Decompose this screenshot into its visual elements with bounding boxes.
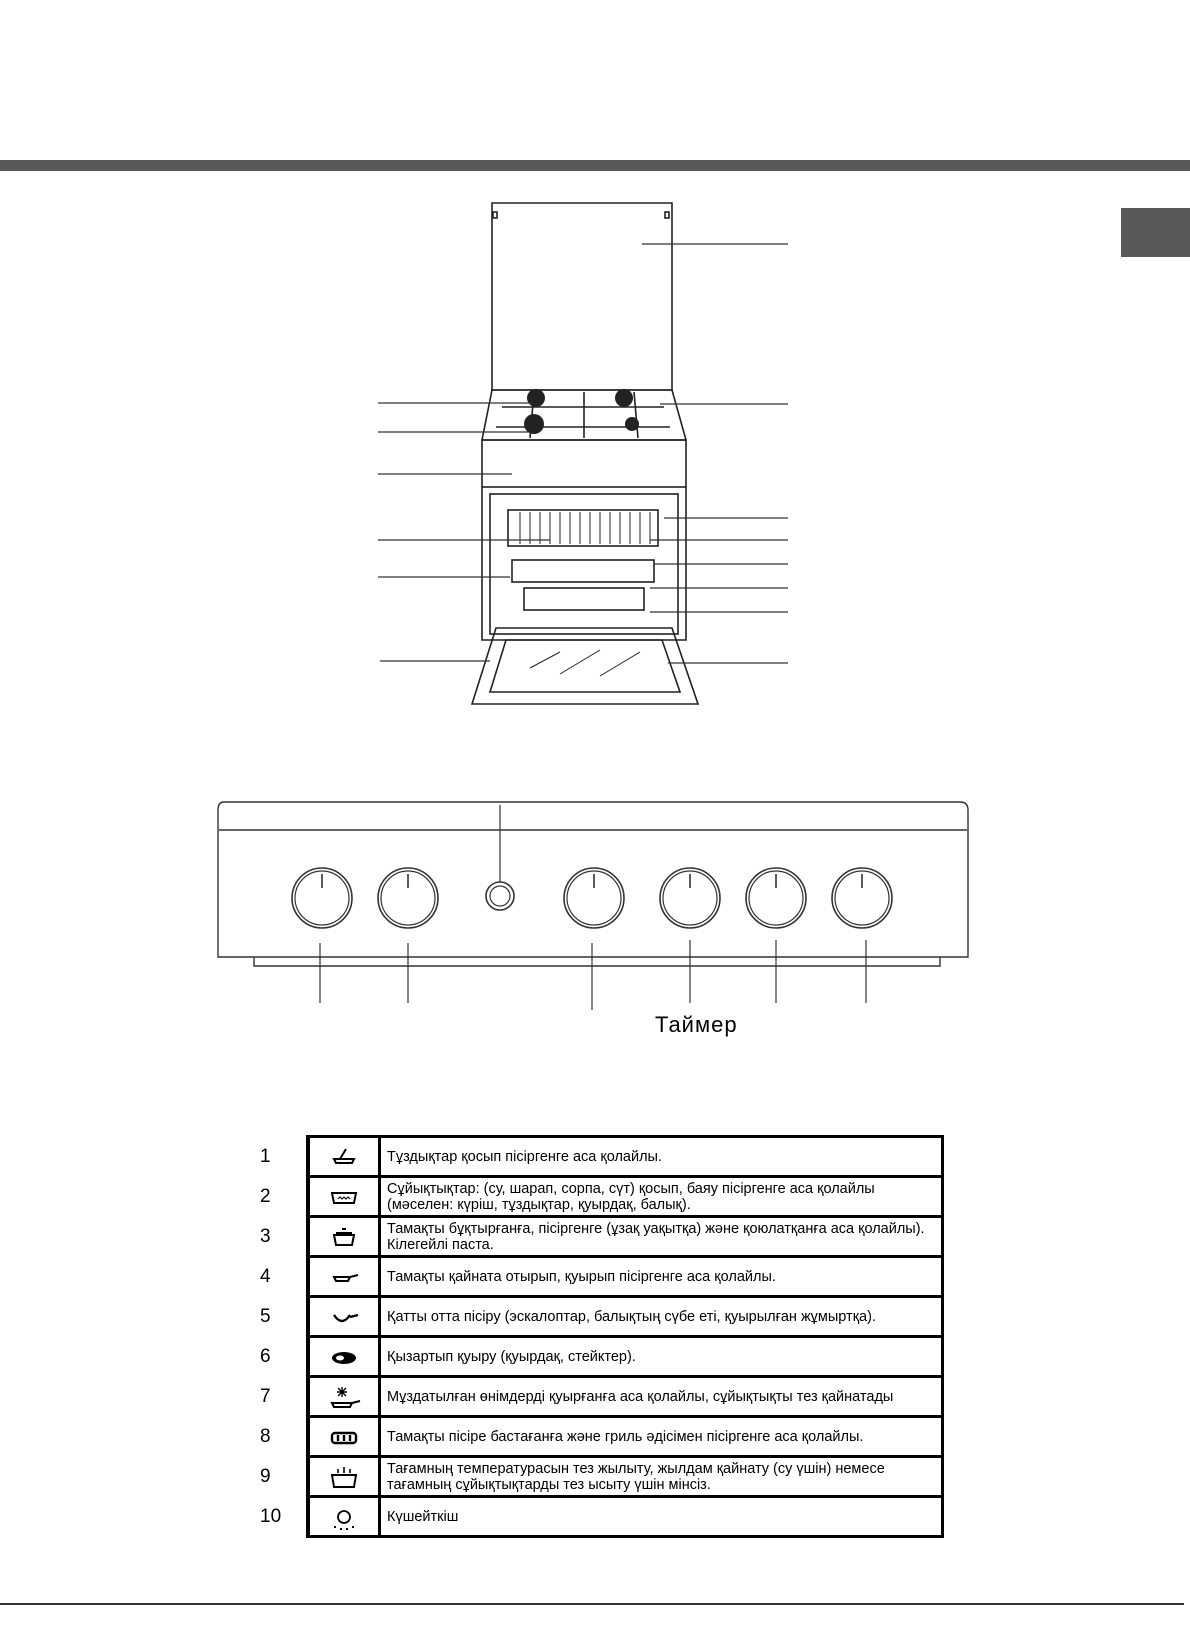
- mode-description: Күшейткіш: [378, 1495, 944, 1538]
- burner-rear-left: [527, 389, 545, 407]
- mode-row: 7 Мұздатылған өнімдерді қуырғанға аса қол…: [260, 1375, 944, 1418]
- burner-front-left: [524, 414, 544, 434]
- mode-description: Тамақты пісіре бастағанға және гриль әді…: [378, 1415, 944, 1458]
- mode-icon-cell: [306, 1295, 381, 1338]
- lid-hinge-right: [664, 211, 670, 219]
- mode-number: 6: [260, 1345, 271, 1367]
- mode-row: 10 Күшейткіш: [260, 1495, 944, 1538]
- mode-number: 2: [260, 1185, 271, 1207]
- header-bar: [0, 160, 1190, 171]
- cooking-modes-table: 1 Тұздықтар қосып пісіргенге аса қолайлы.…: [260, 1135, 944, 1538]
- mode-row: 9 Тағамның температурасын тез жылыту, жыл…: [260, 1455, 944, 1498]
- mode-row: 6 Қызартып қуыру (қуырдақ, стейктер).: [260, 1335, 944, 1378]
- mode-description: Мұздатылған өнімдерді қуырғанға аса қола…: [378, 1375, 944, 1418]
- mode-row: 5 Қатты отта пісіру (эскалоптар, балықтың…: [260, 1295, 944, 1338]
- mode-number: 1: [260, 1145, 271, 1167]
- burner-front-right: [625, 417, 639, 431]
- knob-6: [831, 867, 893, 929]
- grill-steak-icon: [332, 1351, 356, 1364]
- grill-bars-icon: [330, 1431, 358, 1444]
- pan-stir-icon: [332, 1147, 356, 1164]
- flat-pan-icon: [332, 1273, 359, 1282]
- language-tab: [1121, 208, 1190, 257]
- lid: [491, 202, 673, 391]
- mode-number: 5: [260, 1305, 271, 1327]
- mode-row: 4 Тамақты қайната отырып, қуырып пісірген…: [260, 1255, 944, 1298]
- mode-description: Тұздықтар қосып пісіргенге аса қолайлы.: [378, 1135, 944, 1178]
- mode-number: 9: [260, 1465, 271, 1487]
- mode-icon-cell: [306, 1415, 381, 1458]
- mode-number: 10: [260, 1505, 282, 1527]
- mode-number: 4: [260, 1265, 271, 1287]
- mode-row: 1 Тұздықтар қосып пісіргенге аса қолайлы.: [260, 1135, 944, 1178]
- mode-number: 8: [260, 1425, 271, 1447]
- control-panel: [217, 801, 969, 967]
- mode-description: Сұйықтықтар: (су, шарап, сорпа, сүт) қос…: [378, 1175, 944, 1218]
- mode-icon-cell: [306, 1135, 381, 1178]
- grid-shelf: [507, 509, 659, 547]
- defrost-pan-icon: [330, 1386, 361, 1408]
- mode-number: 7: [260, 1385, 271, 1407]
- burner-rear-right: [615, 389, 633, 407]
- mode-icon-cell: [306, 1335, 381, 1378]
- mode-icon-cell: [306, 1255, 381, 1298]
- mode-icon-cell: [306, 1215, 381, 1258]
- low-pot-icon: [330, 1191, 358, 1204]
- boil-pot-icon: [330, 1466, 358, 1488]
- mode-description: Қатты отта пісіру (эскалоптар, балықтың …: [378, 1295, 944, 1338]
- covered-pot-icon: [332, 1227, 356, 1246]
- mode-icon-cell: [306, 1175, 381, 1218]
- timer-label: Таймер: [655, 1012, 738, 1037]
- mode-icon-cell: [306, 1375, 381, 1418]
- mode-description: Тамақты қайната отырып, қуырып пісіргенг…: [378, 1255, 944, 1298]
- mode-row: 3 Тамақты бұқтырғанға, пісіргенге (ұзақ у…: [260, 1215, 944, 1258]
- lid-hinge-left: [492, 211, 498, 219]
- mode-description: Тағамның температурасын тез жылыту, жылд…: [378, 1455, 944, 1498]
- booster-icon: [334, 1509, 354, 1530]
- mode-row: 2 Сұйықтықтар: (су, шарап, сорпа, сүт) қо…: [260, 1175, 944, 1218]
- knob-1: [291, 867, 353, 929]
- oven-door: [470, 627, 700, 705]
- drip-tray: [511, 559, 655, 583]
- mode-row: 8 Тамақты пісіре бастағанға және гриль әд…: [260, 1415, 944, 1458]
- knob-2: [377, 867, 439, 929]
- control-strip: [481, 439, 687, 488]
- ignition-button: [485, 881, 515, 911]
- mode-icon-cell: [306, 1455, 381, 1498]
- knob-5: [745, 867, 807, 929]
- deep-pan-icon: [333, 1313, 359, 1322]
- footer-rule: [0, 1603, 1184, 1605]
- knob-timer: [659, 867, 721, 929]
- mode-number: 3: [260, 1225, 271, 1247]
- hob: [481, 389, 688, 441]
- mode-description: Тамақты бұқтырғанға, пісіргенге (ұзақ уа…: [378, 1215, 944, 1258]
- oven-cavity: [489, 493, 679, 635]
- mode-description: Қызартып қуыру (қуырдақ, стейктер).: [378, 1335, 944, 1378]
- mode-icon-cell: [306, 1495, 381, 1538]
- knob-3: [563, 867, 625, 929]
- oven-body: [481, 487, 687, 641]
